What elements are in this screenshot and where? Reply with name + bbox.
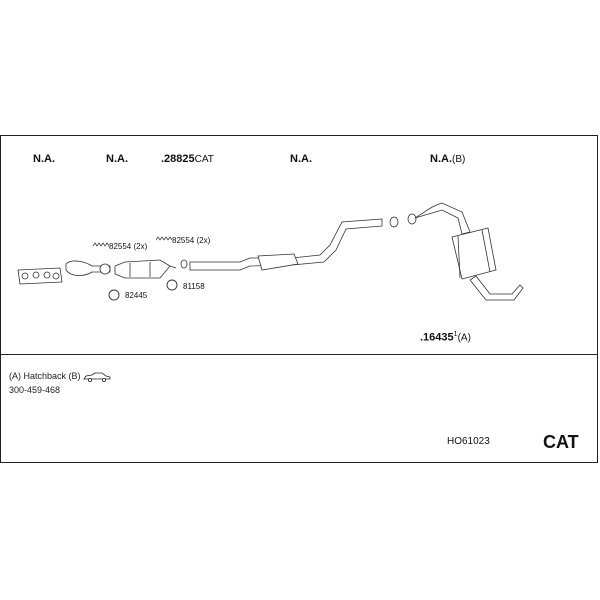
header-label-4: N.A. bbox=[290, 153, 312, 165]
diagram-frame bbox=[0, 135, 598, 463]
spring-part-label-right: 82554 (2x) bbox=[172, 236, 211, 245]
note-b: (B) bbox=[68, 371, 81, 381]
header-label-2-main: N.A. bbox=[106, 153, 128, 165]
front-gasket bbox=[65, 260, 111, 276]
header-label-3-suffix: CAT bbox=[194, 154, 214, 165]
header-label-5: N.A.(B) bbox=[430, 153, 465, 165]
ring-part-label-left: 82445 bbox=[125, 291, 148, 300]
rear-part-main: .16435 bbox=[420, 331, 454, 344]
manifold-gasket bbox=[17, 267, 63, 285]
ring-icon bbox=[108, 279, 178, 301]
middle-pipe bbox=[180, 218, 383, 271]
spring-icon bbox=[92, 236, 173, 247]
header-label-5-suffix: (B) bbox=[452, 154, 466, 165]
section-divider bbox=[0, 354, 598, 355]
note-line-1: (A) Hatchback (B) bbox=[9, 371, 111, 382]
note-hatchback: (A) Hatchback bbox=[9, 371, 67, 381]
car-icon bbox=[83, 372, 111, 382]
header-label-3: .28825CAT bbox=[161, 153, 214, 165]
rear-part-suffix: (A) bbox=[457, 332, 471, 344]
rear-flange bbox=[389, 213, 417, 228]
note-line-2: 300-459-468 bbox=[9, 385, 61, 395]
header-label-4-main: N.A. bbox=[290, 153, 312, 165]
ring-part-label-right: 81158 bbox=[183, 282, 205, 291]
header-label-3-main: .28825 bbox=[161, 153, 195, 165]
header-label-5-main: N.A. bbox=[430, 153, 452, 165]
header-label-2: N.A. bbox=[106, 153, 128, 165]
diagram-code: HO61023 bbox=[447, 436, 490, 447]
rear-part-sup: 1 bbox=[453, 331, 458, 338]
rear-silencer bbox=[414, 202, 524, 301]
rear-part-label: .164351(A) bbox=[420, 331, 471, 344]
cat-label: CAT bbox=[543, 432, 579, 452]
header-label-1-main: N.A. bbox=[33, 153, 55, 165]
catalytic-converter bbox=[114, 259, 177, 279]
spring-part-label-left: 82554 (2x) bbox=[109, 242, 148, 251]
header-label-1: N.A. bbox=[33, 153, 55, 165]
